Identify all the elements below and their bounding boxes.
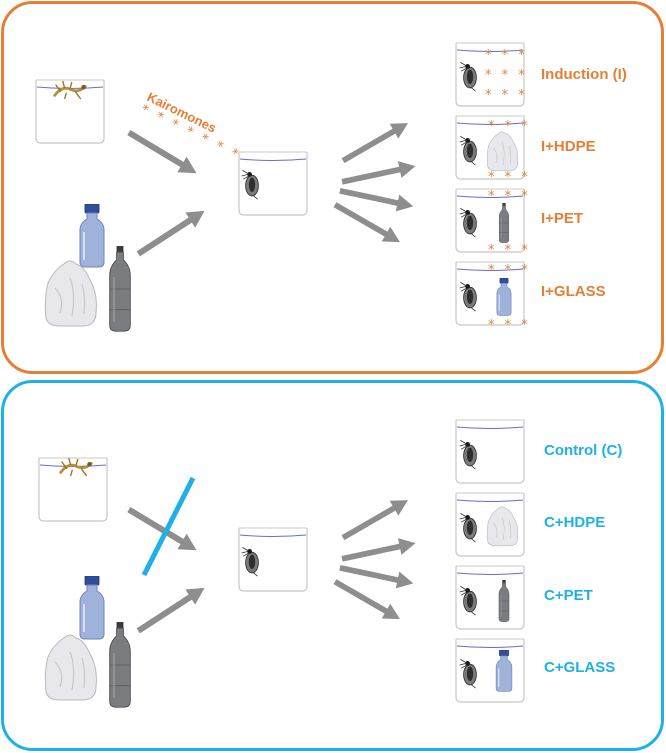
treatment-induction: * * * * * * * * *	[455, 42, 528, 107]
block-line-icon	[141, 476, 196, 577]
star-marks: * * *	[488, 243, 531, 258]
treatment-label: I+HDPE	[541, 138, 596, 155]
treatment-label: C+PET	[544, 587, 593, 604]
treatment-label: C+HDPE	[544, 514, 605, 531]
daphnia-beaker	[238, 527, 308, 592]
treatment-c-hdpe	[455, 492, 525, 557]
arrow-icon	[338, 492, 413, 546]
predator-source-beaker	[38, 456, 108, 522]
treatment-label: Induction (I)	[541, 66, 627, 83]
control-panel	[1, 380, 664, 751]
star-marks: * * *	[488, 263, 531, 278]
treatment-control	[455, 419, 525, 484]
arrow-icon	[330, 574, 405, 627]
star-marks: * * *	[485, 48, 528, 63]
arrow-icon	[330, 197, 405, 250]
daphnia-beaker	[238, 151, 308, 216]
arrow-icon	[338, 115, 413, 169]
hdpe-bag-icon	[44, 260, 98, 327]
treatment-i-glass: * * * * * *	[455, 261, 531, 333]
arrow-icon	[133, 580, 210, 639]
arrow-icon	[124, 501, 202, 558]
treatment-label: I+GLASS	[541, 283, 606, 300]
arrow-icon	[340, 534, 418, 568]
pet-bottle-icon	[108, 246, 132, 332]
predator-source-beaker	[35, 79, 105, 144]
hdpe-bag-icon	[44, 634, 98, 701]
glass-bottle-icon	[78, 204, 106, 268]
star-marks: * * *	[485, 68, 528, 83]
induction-panel	[1, 1, 664, 374]
treatment-c-pet	[455, 565, 525, 630]
arrow-icon	[340, 157, 418, 191]
star-marks: * * *	[488, 170, 531, 185]
star-marks: * * *	[488, 119, 531, 134]
star-marks: * * *	[488, 189, 531, 204]
star-marks: * * *	[485, 88, 528, 103]
treatment-i-pet: * * * * * *	[455, 188, 531, 258]
pet-bottle-icon	[108, 622, 132, 708]
treatment-label: I+PET	[541, 210, 583, 227]
treatment-i-hdpe: * * * * * *	[455, 115, 531, 185]
treatment-label: C+GLASS	[544, 659, 615, 676]
star-marks: * * *	[488, 318, 531, 333]
glass-bottle-icon	[78, 576, 106, 640]
treatment-c-glass	[455, 638, 525, 703]
arrow-icon	[133, 203, 210, 262]
treatment-label: Control (C)	[544, 442, 622, 459]
